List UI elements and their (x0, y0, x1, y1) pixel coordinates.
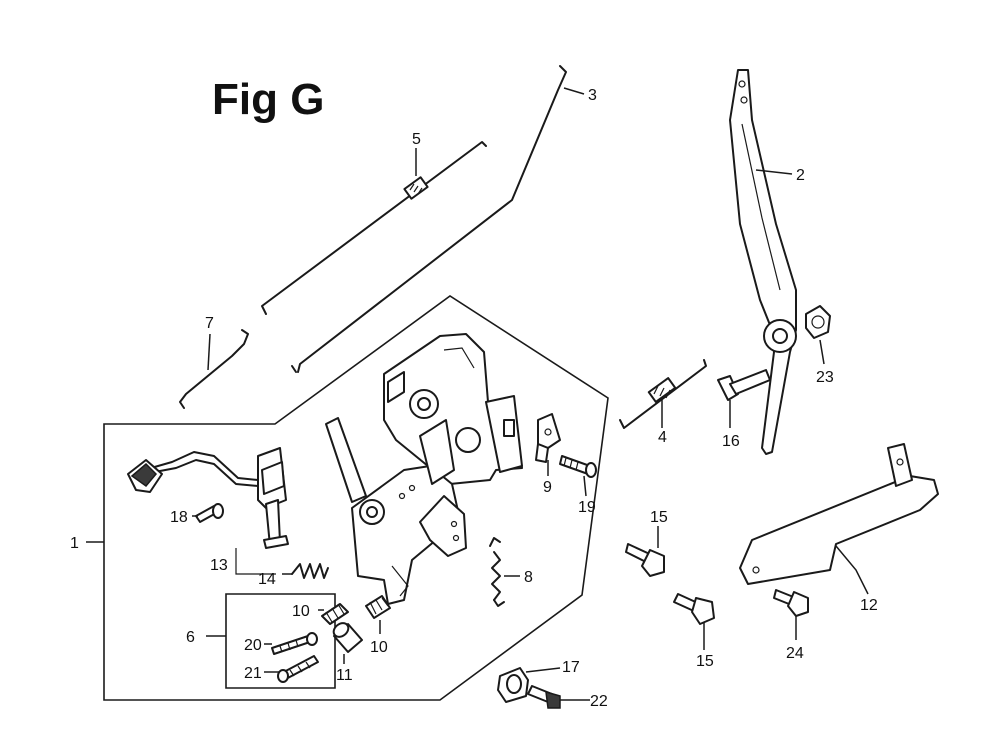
lever-bolt (717, 369, 771, 401)
subassembly-frame-6 (225, 593, 336, 689)
bracket-screw (527, 685, 561, 709)
callout-10-lower: 10 (370, 639, 388, 656)
assembly-frame (103, 295, 609, 701)
callout-16: 16 (722, 433, 740, 450)
callout-24: 24 (786, 645, 804, 662)
callout-9: 9 (543, 479, 552, 496)
callout-17: 17 (562, 659, 580, 676)
callout-11: 11 (336, 667, 353, 684)
callout-19: 19 (578, 499, 596, 516)
callout-21: 21 (244, 665, 262, 682)
control-base-plate (325, 333, 523, 503)
return-spring-rod (619, 359, 707, 429)
flange-bolt-lower (673, 593, 715, 625)
switch-spring (291, 563, 329, 579)
screw-20 (271, 632, 318, 655)
governor-arm-bracket (351, 419, 467, 605)
callout-7: 7 (205, 315, 214, 332)
callout-20: 20 (244, 637, 262, 654)
cable-bracket (497, 667, 529, 703)
control-link (179, 329, 249, 409)
figure-title: Fig G (212, 75, 324, 124)
callout-18: 18 (170, 509, 188, 526)
flange-bolt-upper (625, 543, 665, 577)
leader-lines (86, 87, 869, 701)
screw-21 (277, 655, 319, 683)
callout-6: 6 (186, 629, 195, 646)
callout-15-upper: 15 (650, 509, 668, 526)
tension-spring-upper (321, 603, 349, 625)
governor-spring (489, 537, 505, 607)
cover-plate (739, 443, 939, 585)
callout-3: 3 (588, 87, 597, 104)
subassembly-frame-13 (235, 548, 276, 575)
callout-13: 13 (210, 557, 228, 574)
clip-screw (559, 455, 597, 478)
callout-labels: 1 2 3 4 5 6 7 8 9 10 10 11 12 13 14 15 1… (70, 87, 878, 710)
callout-23: 23 (816, 369, 834, 386)
callout-15-lower: 15 (696, 653, 714, 670)
collar (332, 622, 363, 653)
callout-4: 4 (658, 429, 667, 446)
choke-rod (261, 141, 487, 315)
callout-8: 8 (524, 569, 533, 586)
cover-bolt (773, 589, 809, 617)
callout-2: 2 (796, 167, 805, 184)
lever-nut (805, 305, 831, 339)
governor-rod (291, 65, 567, 373)
switch-assembly (127, 447, 289, 549)
callout-5: 5 (412, 131, 421, 148)
tension-spring-lower (365, 595, 391, 619)
callout-22: 22 (590, 693, 608, 710)
callout-12: 12 (860, 597, 878, 614)
cable-clip (535, 413, 561, 463)
switch-screw (195, 503, 224, 523)
control-lever (729, 69, 797, 455)
callout-10-upper: 10 (292, 603, 310, 620)
callout-14: 14 (258, 571, 276, 588)
callout-1: 1 (70, 535, 79, 552)
